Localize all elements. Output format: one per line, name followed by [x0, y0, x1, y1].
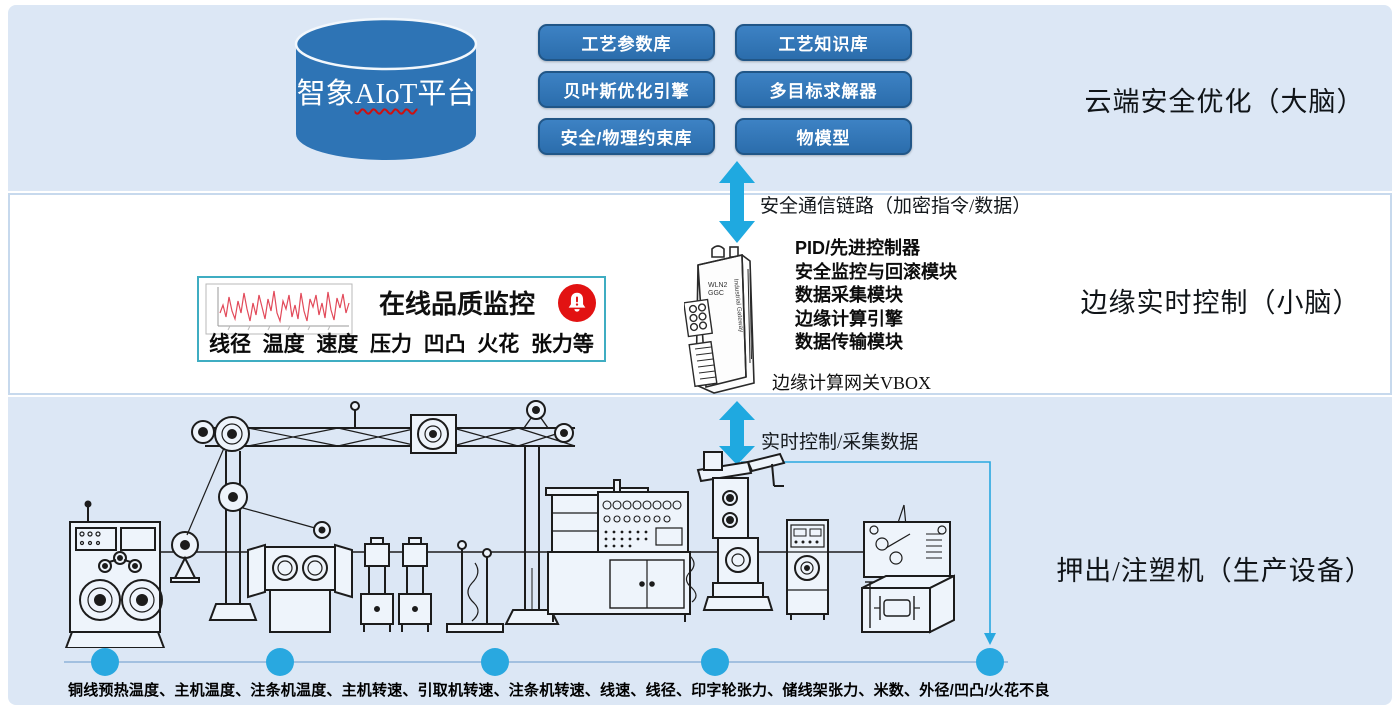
sensor-dots-rail	[64, 648, 1008, 676]
production-line-illustration	[64, 400, 955, 648]
module-data-transfer: 数据传输模块	[795, 332, 903, 352]
module-edge-computing: 边缘计算引擎	[795, 308, 903, 329]
node-safety-constraint-library: 安全/物理约束库	[538, 118, 715, 155]
edge-gateway-device-icon: WLN2 GGC Industrial Gateway	[684, 245, 755, 394]
metric-diameter: 线径	[209, 332, 251, 356]
module-pid: PID/先进控制器	[795, 238, 921, 258]
database-cylinder-icon	[294, 17, 478, 160]
data-feed-connector-line	[741, 461, 996, 645]
quality-monitor-panel: 在线品质监控 线径 温度 速度 压力 凹凸 火花 张力等	[197, 276, 606, 362]
metric-speed: 速度	[316, 332, 359, 356]
node-bayesian-optimizer: 贝叶斯优化引擎	[538, 71, 715, 108]
cloud-edge-arrow-icon	[719, 161, 755, 243]
control-chart-icon	[205, 283, 353, 335]
node-multi-objective-solver: 多目标求解器	[735, 71, 912, 108]
node-process-knowledge-library: 工艺知识库	[735, 24, 912, 61]
metric-temperature: 温度	[262, 332, 305, 356]
metric-concavity: 凹凸	[423, 332, 466, 356]
gateway-name-label: 边缘计算网关VBOX	[772, 373, 932, 393]
secure-link-label: 安全通信链路（加密指令/数据）	[760, 196, 1032, 217]
svg-text:WLN2: WLN2	[708, 282, 728, 289]
edge-layer-label: 边缘实时控制（小脑）	[1080, 288, 1361, 318]
node-process-parameter-library: 工艺参数库	[538, 24, 715, 61]
monitor-title: 在线品质监控	[378, 290, 535, 319]
realtime-link-label: 实时控制/采集数据	[761, 432, 919, 453]
metric-tension: 张力等	[530, 332, 594, 356]
edge-device-arrow-icon	[719, 401, 755, 465]
module-data-acquisition: 数据采集模块	[795, 285, 903, 305]
cloud-layer-label: 云端安全优化（大脑）	[1084, 87, 1365, 117]
module-safety-rollback: 安全监控与回滚模块	[795, 261, 957, 282]
node-thing-model: 物模型	[735, 118, 912, 155]
gateway-module-list: PID/先进控制器 安全监控与回滚模块 数据采集模块 边缘计算引擎 数据传输模块	[795, 237, 957, 355]
monitor-metrics-row: 线径 温度 速度 压力 凹凸 火花 张力等	[209, 328, 594, 358]
device-layer-label: 押出/注塑机（生产设备）	[1056, 556, 1373, 586]
metric-spark: 火花	[477, 332, 520, 356]
metric-pressure: 压力	[369, 332, 412, 356]
alarm-bell-icon	[558, 284, 596, 322]
sensor-signals-label: 铜线预热温度、主机温度、注条机温度、主机转速、引取机转速、注条机转速、线速、线径…	[68, 682, 1050, 699]
platform-title: 智象AIoT平台	[296, 78, 476, 110]
svg-text:GGC: GGC	[708, 290, 724, 297]
